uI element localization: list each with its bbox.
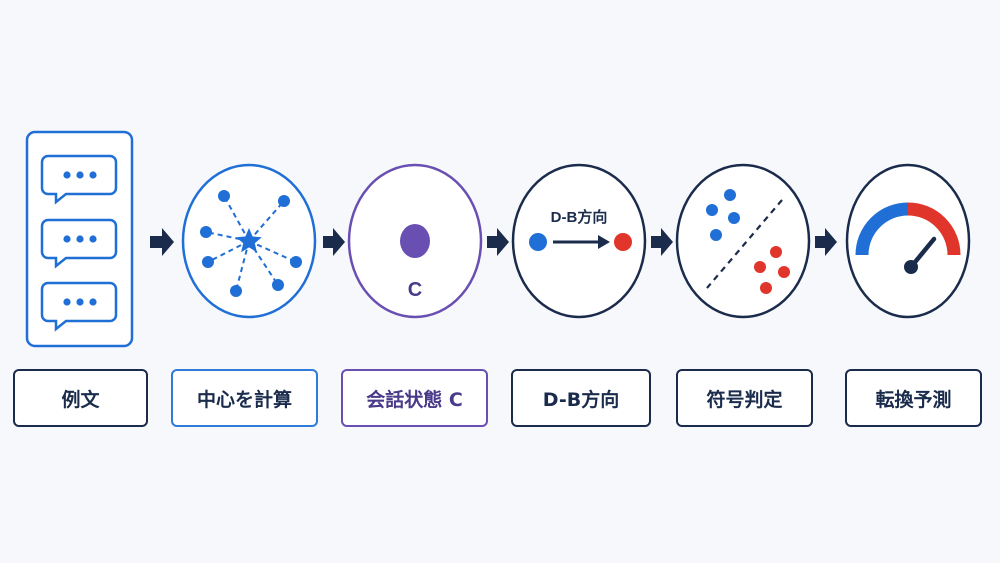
data-point (290, 256, 302, 268)
data-point (760, 282, 772, 294)
centroid-node (181, 163, 317, 319)
gauge-icon (855, 202, 961, 274)
step-label-sign: 符号判定 (676, 369, 813, 427)
star-icon (236, 228, 262, 253)
predict-node (845, 163, 971, 319)
state-node-label: C (408, 279, 422, 301)
data-point (200, 226, 212, 238)
chat-bubble-icon (40, 218, 118, 269)
chat-bubble-icon (40, 281, 118, 332)
direction-node: D-B方向 (511, 163, 647, 319)
state-point (400, 224, 430, 258)
data-point (754, 261, 766, 273)
flow-arrow-icon (815, 228, 837, 256)
data-point (272, 279, 284, 291)
step-label-state: 会話状態 C (341, 369, 488, 427)
data-point (218, 190, 230, 202)
sign-node (675, 163, 811, 319)
examples-panel (25, 130, 134, 348)
data-point (278, 195, 290, 207)
step-label-examples: 例文 (13, 369, 148, 427)
step-label-predict: 転換予測 (845, 369, 982, 427)
step-label-centroid: 中心を計算 (171, 369, 318, 427)
end-point (614, 233, 632, 251)
data-point (706, 204, 718, 216)
flow-arrow-icon (651, 228, 673, 256)
flow-arrow-icon (150, 228, 174, 256)
decision-boundary (706, 199, 783, 289)
flow-arrow-icon (323, 228, 345, 256)
data-point (202, 256, 214, 268)
step-label-direction: D-B方向 (511, 369, 651, 427)
data-point (778, 266, 790, 278)
state-node: C (347, 163, 483, 319)
data-point (710, 229, 722, 241)
data-point (728, 212, 740, 224)
data-point (770, 246, 782, 258)
flow-arrow-icon (487, 228, 509, 256)
arrow-right-icon (598, 235, 610, 249)
data-point (724, 189, 736, 201)
direction-node-label: D-B方向 (551, 208, 608, 226)
start-point (529, 233, 547, 251)
data-point (230, 285, 242, 297)
chat-bubble-icon (40, 154, 118, 205)
